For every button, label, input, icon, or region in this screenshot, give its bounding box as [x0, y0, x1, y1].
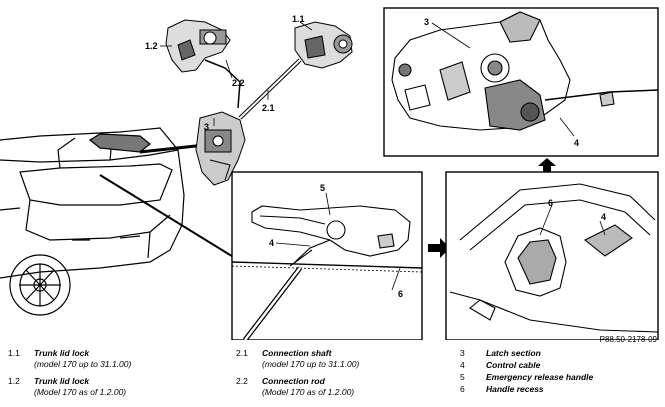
callout-4-right: 4: [601, 212, 606, 222]
legend-number: 5: [460, 372, 465, 382]
latch-section-illustration: [391, 11, 659, 131]
callout-3-main: 3: [204, 122, 209, 132]
legend-subtitle: (model 170 up to 31.1.00): [34, 359, 132, 369]
legend-title: Handle recess: [486, 384, 544, 394]
lock-1-1-illustration: [238, 21, 353, 120]
figure-reference: P88.50-2178-09: [599, 335, 657, 344]
legend-subtitle: (Model 170 as of 1.2.00): [34, 387, 127, 397]
callout-1-2: 1.2: [145, 41, 158, 51]
trunk-lock-diagram: 1.2 1.1 2.2 2.1 3 3 4 5 4 6 6 4: [0, 7, 659, 340]
arrow-right-icon: [428, 238, 450, 258]
legend-title: Emergency release handle: [486, 372, 594, 382]
legend-title: Connection shaft: [262, 348, 332, 358]
legend-number: 1.1: [8, 348, 20, 358]
callout-6-mid: 6: [398, 289, 403, 299]
legend-title: Control cable: [486, 360, 541, 370]
callout-3-latch: 3: [424, 17, 429, 27]
latch-section-small-illustration: [195, 111, 246, 186]
legend-title: Connection rod: [262, 376, 325, 386]
callout-2-1: 2.1: [262, 103, 275, 113]
leader-lines: [160, 21, 606, 291]
legend-number: 4: [460, 360, 465, 370]
handle-recess-illustration: [449, 183, 659, 333]
legend-title: Trunk lid lock: [34, 376, 90, 386]
legend-subtitle: (Model 170 as of 1.2.00): [262, 387, 355, 397]
arrow-up-icon: [538, 158, 556, 172]
legend-number: 2.2: [236, 376, 248, 386]
legend-title: Trunk lid lock: [34, 348, 90, 358]
legend-title: Latch section: [486, 348, 541, 358]
callout-4-latch: 4: [574, 138, 579, 148]
callout-4-mid: 4: [269, 238, 274, 248]
legend-number: 6: [460, 384, 465, 394]
lock-1-2-illustration: [165, 19, 241, 109]
legend-number: 2.1: [236, 348, 248, 358]
emergency-handle-illustration: [231, 205, 423, 340]
callout-1-1: 1.1: [292, 14, 305, 24]
car-illustration: [0, 127, 185, 316]
legend-subtitle: (model 170 up to 31.1.00): [262, 359, 360, 369]
callout-6-right: 6: [548, 198, 553, 208]
callout-2-2: 2.2: [232, 78, 245, 88]
legend-number: 1.2: [8, 376, 20, 386]
legend-number: 3: [460, 348, 465, 358]
callout-5: 5: [320, 183, 325, 193]
